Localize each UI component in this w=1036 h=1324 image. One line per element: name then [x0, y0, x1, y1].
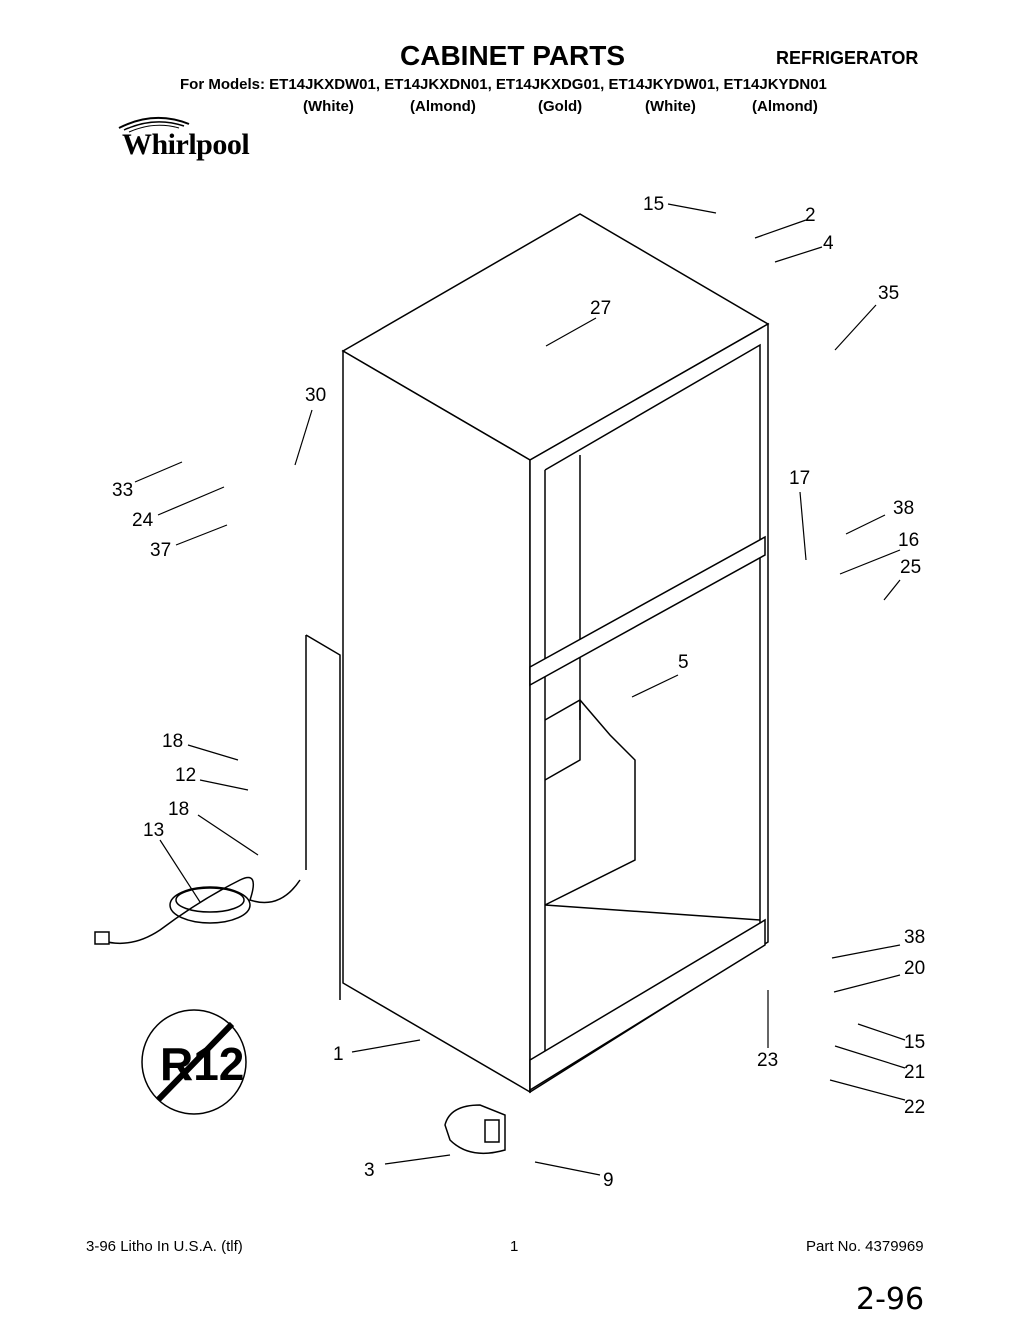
callout-4: 4 [823, 233, 834, 254]
callout-23: 23 [757, 1050, 779, 1071]
model-color-2: (Almond) [410, 98, 476, 115]
badge-text: R12 [160, 1038, 244, 1090]
callout-15-bottom: 15 [904, 1032, 926, 1053]
part-number: Part No. 4379969 [806, 1238, 924, 1255]
callout-13: 13 [143, 820, 165, 841]
callout-18-bottom: 18 [168, 799, 190, 820]
no-r12-icon: R12 [141, 1009, 247, 1115]
callout-27: 27 [590, 298, 612, 319]
callout-3: 3 [364, 1160, 375, 1181]
models-line: For Models: ET14JKXDW01, ET14JKXDN01, ET… [180, 76, 827, 93]
cabinet [341, 213, 770, 1094]
callout-20: 20 [904, 958, 926, 979]
power-cord [94, 876, 301, 945]
callout-16: 16 [898, 530, 920, 551]
callout-24: 24 [132, 510, 154, 531]
callout-37: 37 [150, 540, 172, 561]
model-color-4: (White) [645, 98, 696, 115]
model-color-1: (White) [303, 98, 354, 115]
page-title: CABINET PARTS [400, 40, 626, 71]
callout-30: 30 [305, 385, 327, 406]
callout-1: 1 [333, 1044, 344, 1065]
callout-33: 33 [112, 480, 134, 501]
handwritten-date: 2-96 [856, 1282, 925, 1317]
callout-18-top: 18 [162, 731, 184, 752]
callout-17: 17 [789, 468, 811, 489]
callout-35: 35 [878, 283, 900, 304]
callout-9: 9 [603, 1170, 614, 1191]
appliance-type: REFRIGERATOR [776, 48, 919, 68]
callout-38-top: 38 [893, 498, 915, 519]
model-color-5: (Almond) [752, 98, 818, 115]
brand-name: Whirlpool [122, 128, 250, 161]
whirlpool-logo: Whirlpool [110, 108, 270, 168]
callout-38-bottom: 38 [904, 927, 926, 948]
callout-15: 15 [643, 194, 665, 215]
callout-25: 25 [900, 557, 922, 578]
whirlpool-swirl-icon [118, 116, 190, 133]
callout-5: 5 [678, 652, 689, 673]
foot-part [444, 1104, 506, 1155]
callout-2: 2 [805, 205, 816, 226]
callout-22: 22 [904, 1097, 926, 1118]
page-number: 1 [510, 1238, 519, 1255]
model-color-3: (Gold) [538, 98, 583, 115]
litho-note: 3-96 Litho In U.S.A. (tlf) [86, 1238, 243, 1255]
callout-12: 12 [175, 765, 197, 786]
callout-21: 21 [904, 1062, 926, 1083]
